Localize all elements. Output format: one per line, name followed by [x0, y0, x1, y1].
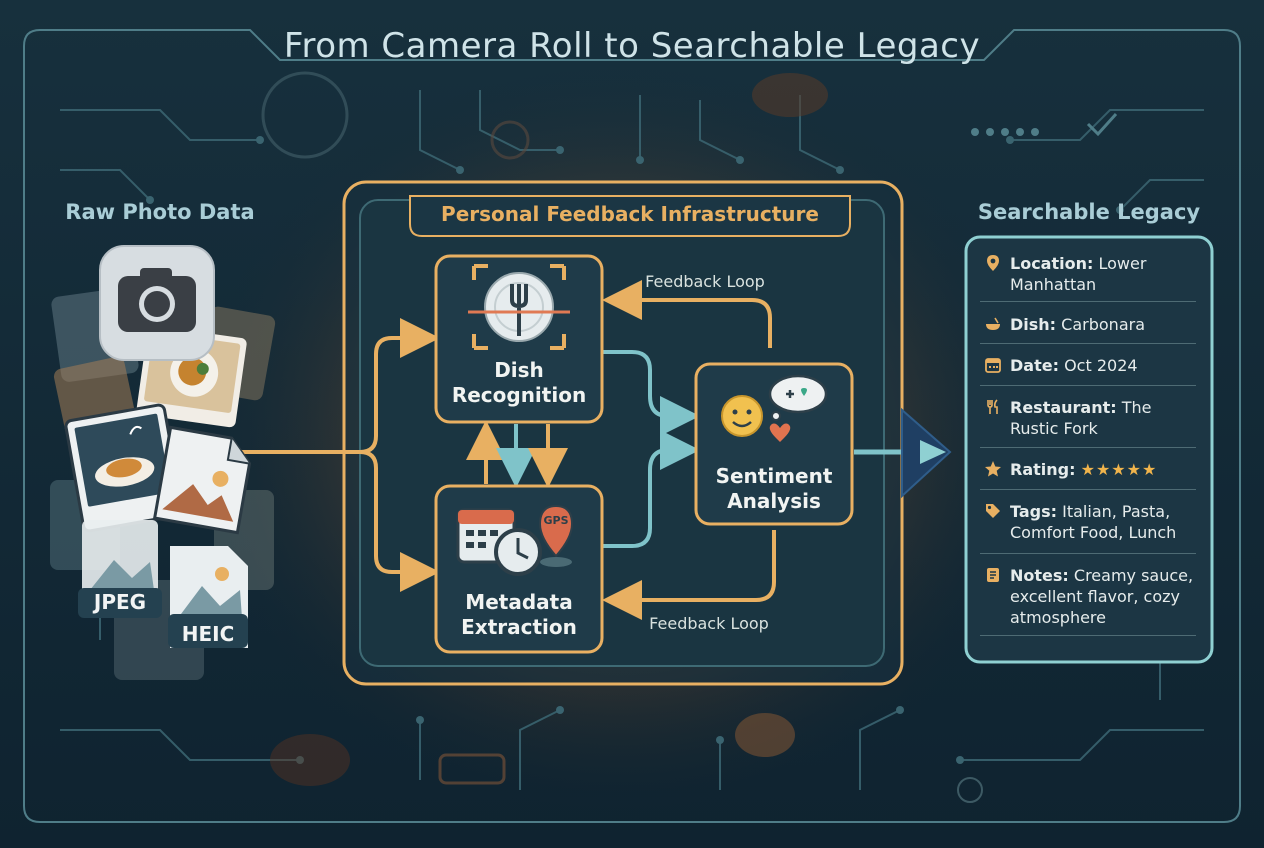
legacy-key: Tags: [1010, 502, 1058, 521]
legacy-key: Rating: [1010, 460, 1076, 479]
rating-stars: ★★★★★ [1080, 460, 1158, 479]
feedback-loop-bottom-label: Feedback Loop [649, 614, 769, 633]
divider [980, 385, 1196, 386]
divider [980, 553, 1196, 554]
smiley-heart-icon [721, 374, 828, 442]
legacy-entry-notes: Notes: Creamy sauce, excellent flavor, c… [982, 565, 1196, 628]
legacy-entry-dish: Dish: Carbonara [982, 314, 1196, 335]
metadata-extraction-label: Metadata Extraction [461, 590, 577, 639]
divider [980, 635, 1196, 636]
divider [980, 489, 1196, 490]
legacy-entry-restaurant: Restaurant: The Rustic Fork [982, 397, 1196, 439]
calendar-clock-gps-icon [456, 504, 574, 576]
legacy-key: Location: [1010, 254, 1094, 273]
tag-icon [986, 504, 1000, 518]
legacy-key: Dish: [1010, 315, 1057, 334]
legacy-value: Oct 2024 [1064, 356, 1138, 375]
jpeg-file-icon [78, 520, 162, 618]
legacy-entry-location: Location: Lower Manhattan [982, 253, 1196, 295]
bowl-icon [986, 317, 1000, 330]
divider [980, 343, 1196, 344]
raw-photo-data-label: Raw Photo Data [65, 200, 255, 224]
divider [980, 447, 1196, 448]
legacy-value: Carbonara [1061, 315, 1145, 334]
gps-label: GPS [543, 514, 569, 527]
legacy-value: The Rustic Fork [1010, 398, 1152, 438]
legacy-key: Date: [1010, 356, 1059, 375]
legacy-value: Lower Manhattan [1010, 254, 1147, 294]
star-icon [985, 461, 1001, 477]
legacy-value: Italian, Pasta, Comfort Food, Lunch [1010, 502, 1177, 542]
infrastructure-title: Personal Feedback Infrastructure [441, 202, 819, 226]
notes-icon [987, 568, 999, 582]
legacy-value: Creamy sauce, excellent flavor, cozy atm… [1010, 566, 1194, 627]
photo-stack-illustration [50, 245, 276, 680]
calendar-icon [985, 358, 1001, 373]
searchable-legacy-panel: Location: Lower Manhattan Dish: Carbonar… [966, 237, 1212, 662]
location-pin-icon [987, 255, 999, 271]
searchable-legacy-label: Searchable Legacy [977, 200, 1201, 224]
format-badge-heic: HEIC [181, 622, 235, 646]
sentiment-analysis-label: Sentiment Analysis [715, 464, 833, 513]
fork-knife-icon [987, 399, 998, 414]
legacy-entry-rating: Rating: ★★★★★ [982, 459, 1196, 480]
legacy-key: Restaurant: [1010, 398, 1117, 417]
format-badge-jpeg: JPEG [93, 590, 147, 614]
feedback-loop-top-label: Feedback Loop [645, 272, 765, 291]
dish-recognition-label: Dish Recognition [451, 358, 587, 407]
divider [980, 301, 1196, 302]
heic-file-icon [168, 546, 248, 648]
camera-app-icon [99, 245, 215, 361]
legacy-entry-tags: Tags: Italian, Pasta, Comfort Food, Lunc… [982, 501, 1196, 543]
legacy-entry-date: Date: Oct 2024 [982, 355, 1196, 376]
plate-fork-icon [468, 264, 570, 350]
legacy-key: Notes: [1010, 566, 1069, 585]
diagram-title: From Camera Roll to Searchable Legacy [283, 26, 981, 66]
